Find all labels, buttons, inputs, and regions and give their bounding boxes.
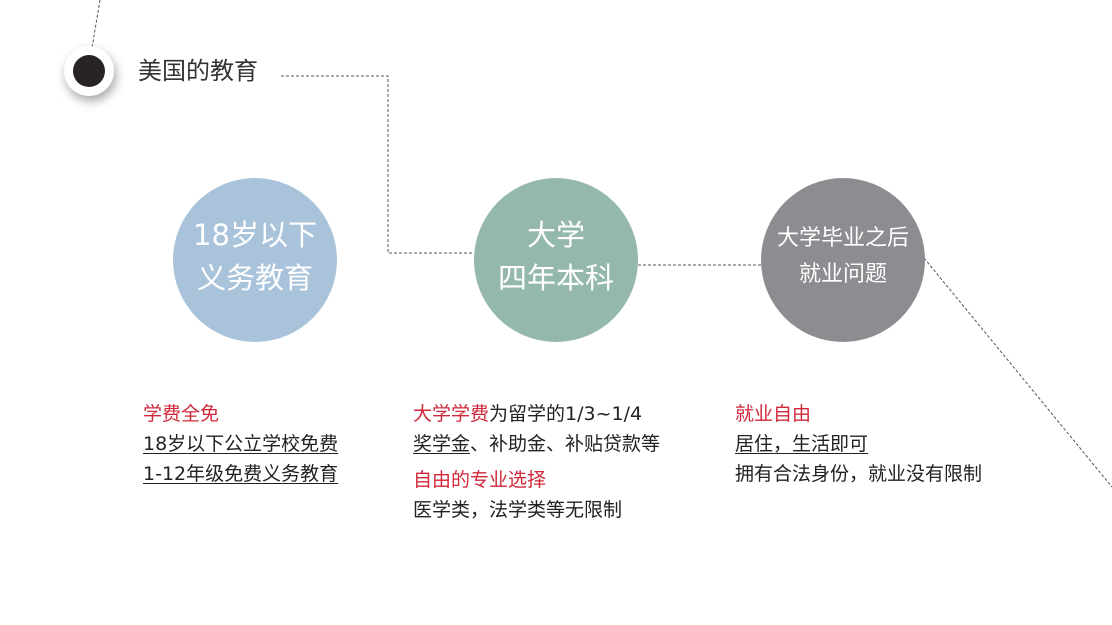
- stage-circle-after-graduation: 大学毕业之后 就业问题: [761, 178, 925, 342]
- detail-line: 18岁以下公立学校免费: [143, 429, 338, 459]
- detail-highlight: 学费全免: [143, 403, 220, 425]
- connector-top-entry: [91, 0, 101, 49]
- detail-text: 医学类，法学类等无限制: [413, 499, 623, 521]
- title-bullet-icon: [64, 46, 114, 96]
- detail-highlight: 自由的专业选择: [413, 469, 547, 491]
- detail-underlined: 1-12年级免费义务教育: [143, 463, 339, 485]
- connector-title-to-stage-2: [281, 75, 474, 254]
- stage-circle-under-18: 18岁以下 义务教育: [173, 178, 337, 342]
- detail-line: 就业自由: [735, 399, 982, 429]
- connector-stage-3-exit: [923, 257, 1112, 488]
- detail-line: 1-12年级免费义务教育: [143, 459, 338, 489]
- detail-underlined: 居住，生活即可: [735, 433, 869, 455]
- detail-text: 拥有合法身份，就业没有限制: [735, 463, 983, 485]
- detail-line: 大学学费为留学的1/3~1/4: [413, 399, 660, 429]
- detail-line: 拥有合法身份，就业没有限制: [735, 459, 982, 489]
- detail-underlined: 18岁以下公立学校免费: [143, 433, 339, 455]
- detail-line: 居住，生活即可: [735, 429, 982, 459]
- detail-underlined: 奖学金: [413, 433, 471, 455]
- detail-line: 奖学金、补助金、补贴贷款等: [413, 429, 660, 459]
- detail-highlight: 大学学费: [413, 403, 490, 425]
- detail-line: 自由的专业选择: [413, 465, 660, 495]
- stage-line: 18岁以下: [193, 218, 317, 252]
- detail-line: 学费全免: [143, 399, 338, 429]
- stage-details-under-18: 学费全免 18岁以下公立学校免费 1-12年级免费义务教育: [143, 399, 338, 489]
- detail-text: 、补助金、补贴贷款等: [470, 433, 661, 455]
- stage-line: 就业问题: [798, 262, 887, 287]
- stage-details-after-graduation: 就业自由 居住，生活即可 拥有合法身份，就业没有限制: [735, 399, 982, 489]
- stage-line: 大学毕业之后: [776, 226, 909, 251]
- stage-line: 义务教育: [196, 261, 313, 295]
- page-title: 美国的教育: [138, 57, 258, 85]
- detail-line: 医学类，法学类等无限制: [413, 495, 660, 525]
- stage-line: 大学: [526, 218, 585, 252]
- detail-highlight: 就业自由: [735, 403, 812, 425]
- detail-text: 为留学的1/3~1/4: [489, 403, 643, 425]
- stage-circle-university: 大学 四年本科: [474, 178, 638, 342]
- stage-line: 四年本科: [497, 261, 614, 295]
- stage-details-university: 大学学费为留学的1/3~1/4 奖学金、补助金、补贴贷款等 自由的专业选择 医学…: [413, 399, 660, 525]
